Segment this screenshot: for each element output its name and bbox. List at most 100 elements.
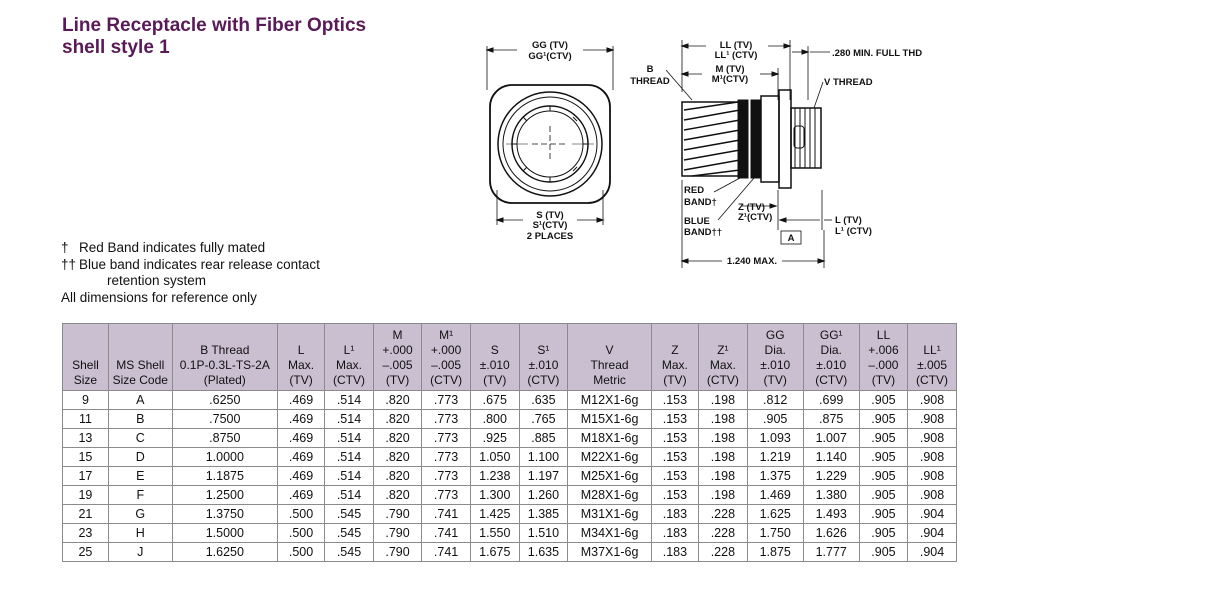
table-cell: 1.219 <box>746 447 804 467</box>
table-cell: .545 <box>324 504 374 524</box>
table-cell: M22X1-6g <box>567 447 652 467</box>
table-cell: .820 <box>372 409 423 429</box>
table-cell: G <box>107 504 173 524</box>
table-cell: 1.050 <box>469 447 520 467</box>
table-cell: M25X1-6g <box>567 466 652 486</box>
table-cell: .820 <box>372 428 423 448</box>
column-header-line: Shell <box>72 358 99 372</box>
z1-label: Z¹(CTV) <box>738 212 772 223</box>
column-header-line: (CTV) <box>706 373 739 387</box>
table-cell: .675 <box>469 390 520 410</box>
table-cell: .820 <box>372 390 423 410</box>
table-cell: 1.007 <box>802 428 860 448</box>
s-places-label: 2 PLACES <box>527 231 573 242</box>
table-cell: .773 <box>421 466 471 486</box>
table-cell: .773 <box>421 447 471 467</box>
column-header-line: V <box>605 343 614 357</box>
title-line-1: Line Receptacle with Fiber Optics <box>62 15 367 36</box>
side-view <box>665 40 832 268</box>
column-header-line: MS Shell <box>116 358 165 372</box>
table-cell: .8750 <box>171 428 278 448</box>
table-cell: 21 <box>62 504 109 524</box>
column-header-line: Thread <box>590 358 629 372</box>
table-cell: M31X1-6g <box>567 504 652 524</box>
table-cell: 1.6250 <box>171 542 278 562</box>
table-cell: 1.197 <box>518 466 569 486</box>
red-label: RED <box>684 185 704 196</box>
table-cell: .514 <box>324 428 374 448</box>
table-cell: .800 <box>469 409 520 429</box>
table-cell: .500 <box>276 504 326 524</box>
column-header-line: Dia. <box>764 343 786 357</box>
note-text: Red Band indicates fully mated <box>79 240 266 255</box>
column-header-line: +.000 <box>430 343 462 357</box>
table-cell: .469 <box>276 390 326 410</box>
table-cell: 1.425 <box>469 504 520 524</box>
note-symbol: †† <box>61 256 77 272</box>
title-line-2: shell style 1 <box>62 37 170 58</box>
table-cell: .198 <box>697 466 748 486</box>
table-cell: M18X1-6g <box>567 428 652 448</box>
column-header-line: B Thread <box>200 343 250 357</box>
column-header-line: LL¹ <box>923 343 941 357</box>
red-band-label: BAND† <box>684 197 717 208</box>
column-header: S±.010(TV) <box>469 323 520 391</box>
table-cell: .514 <box>324 485 374 505</box>
table-cell: .908 <box>907 447 957 467</box>
table-cell: .905 <box>858 466 909 486</box>
table-cell: .905 <box>858 428 909 448</box>
table-cell: 1.229 <box>802 466 860 486</box>
table-cell: M34X1-6g <box>567 523 652 543</box>
table-cell: 1.375 <box>746 466 804 486</box>
gg-label: GG (TV) <box>532 40 568 51</box>
table-cell: .514 <box>324 466 374 486</box>
table-cell: .905 <box>858 523 909 543</box>
table-cell: 1.100 <box>518 447 569 467</box>
m1-label: M¹(CTV) <box>712 74 748 85</box>
l-label: L (TV) <box>835 215 862 226</box>
column-header-line: Max. <box>661 358 688 372</box>
table-cell: .905 <box>858 409 909 429</box>
table-cell: .790 <box>372 523 423 543</box>
table-cell: .153 <box>650 390 699 410</box>
table-cell: .765 <box>518 409 569 429</box>
column-header-line: (CTV) <box>527 373 560 387</box>
table-cell: 1.626 <box>802 523 860 543</box>
table-cell: .699 <box>802 390 860 410</box>
column-header-line: (CTV) <box>916 373 949 387</box>
table-cell: 1.385 <box>518 504 569 524</box>
table-cell: .635 <box>518 390 569 410</box>
column-header-line: ±.010 <box>816 358 847 372</box>
column-header-line: GG <box>765 328 785 342</box>
column-header-line: (CTV) <box>430 373 463 387</box>
column-header-line: (CTV) <box>333 373 365 387</box>
column-header-line: (TV) <box>663 373 687 387</box>
table-cell: .905 <box>858 542 909 562</box>
notes: † Red Band indicates fully mated †† Blue… <box>61 240 320 306</box>
table-cell: .6250 <box>171 390 278 410</box>
table-cell: .741 <box>421 542 471 562</box>
b-thread-label: THREAD <box>630 76 670 87</box>
table-cell: 19 <box>62 485 109 505</box>
note-symbol: † <box>61 240 69 255</box>
column-header-line: ±.005 <box>917 358 948 372</box>
table-cell: 1.2500 <box>171 485 278 505</box>
column-header-line: S¹ <box>537 343 550 357</box>
column-header-line: –.000 <box>868 358 899 372</box>
b-label: B <box>647 64 654 75</box>
table-cell: .153 <box>650 485 699 505</box>
table-cell: .183 <box>650 504 699 524</box>
column-header-line: Size <box>73 373 98 387</box>
